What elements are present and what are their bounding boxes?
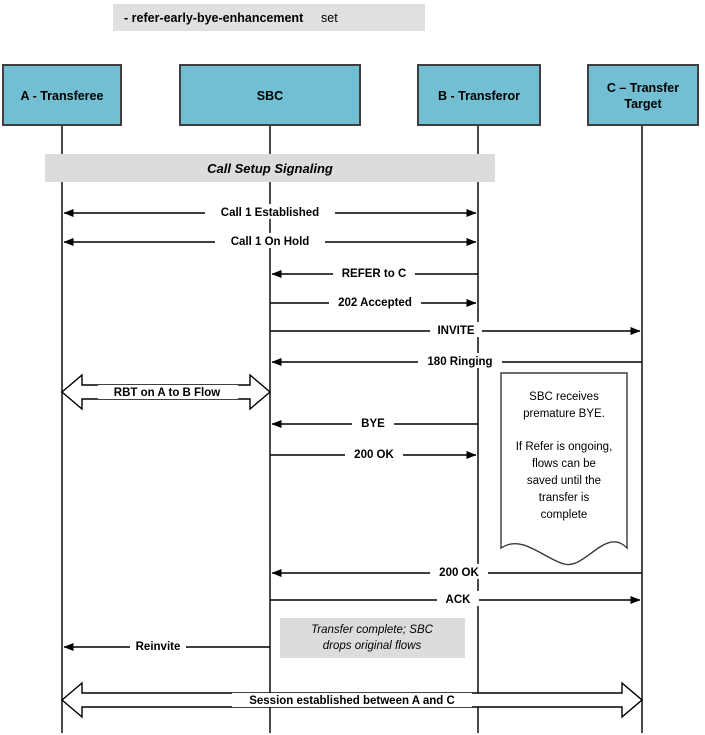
message-invite: INVITE [270, 322, 641, 337]
message-180-ringing-label: 180 Ringing [427, 356, 492, 368]
band-call-setup-label: Call Setup Signaling [207, 161, 333, 176]
participant-a[interactable]: A - Transferee [2, 64, 122, 126]
message-bye: BYE [271, 415, 478, 430]
message-202-accepted: 202 Accepted [270, 294, 477, 309]
message-rbt-flow-label: RBT on A to B Flow [114, 387, 221, 399]
message-200-ok-b: 200 OK [270, 446, 477, 461]
message-session-established: Session established between A and C [60, 681, 644, 719]
band-transfer-complete-line1: Transfer complete; SBC [311, 624, 434, 636]
band-transfer-complete: Transfer complete; SBC drops original fl… [280, 618, 465, 658]
participant-c-label-line2: Target [624, 97, 662, 111]
note-line-8: complete [541, 509, 588, 521]
message-200-ok-c: 200 OK [271, 564, 642, 579]
message-200-ok-c-label: 200 OK [439, 567, 479, 579]
message-ack-label: ACK [446, 594, 472, 606]
message-call-1-established: Call 1 Established [63, 204, 477, 219]
note-line-1: SBC receives [529, 391, 599, 403]
message-reinvite: Reinvite [63, 638, 270, 653]
note-line-6: saved until the [527, 475, 601, 487]
participant-c[interactable]: C – Transfer Target [587, 64, 699, 126]
participant-a-label: A - Transferee [21, 89, 104, 103]
message-ack: ACK [270, 591, 641, 606]
message-refer-to-c: REFER to C [271, 265, 478, 280]
title-banner-bold: - refer-early-bye-enhancement [124, 11, 304, 25]
message-reinvite-label: Reinvite [136, 641, 181, 653]
message-bye-label: BYE [361, 418, 385, 430]
message-200-ok-b-label: 200 OK [354, 449, 394, 461]
participant-sbc[interactable]: SBC [179, 64, 361, 126]
participant-b[interactable]: B - Transferor [417, 64, 541, 126]
note-line-2: premature BYE. [523, 408, 605, 420]
participant-sbc-label: SBC [257, 89, 283, 103]
participant-b-label: B - Transferor [438, 89, 520, 103]
band-transfer-complete-line2: drops original flows [323, 640, 422, 652]
title-banner-plain: set [321, 11, 338, 25]
message-202-accepted-label: 202 Accepted [338, 297, 412, 309]
band-call-setup: Call Setup Signaling [45, 154, 495, 182]
participant-c-label-line1: C – Transfer [607, 81, 679, 95]
message-call-1-on-hold: Call 1 On Hold [63, 233, 477, 248]
message-rbt-flow: RBT on A to B Flow [60, 373, 272, 411]
title-banner: - refer-early-bye-enhancement set [113, 4, 425, 31]
note-line-5: flows can be [532, 458, 596, 470]
message-180-ringing: 180 Ringing [271, 353, 642, 368]
lifelines [61, 126, 643, 733]
message-invite-label: INVITE [437, 325, 474, 337]
note-line-7: transfer is [539, 492, 590, 504]
message-call-1-established-label: Call 1 Established [221, 207, 319, 219]
message-session-established-label: Session established between A and C [249, 695, 455, 707]
note-line-4: If Refer is ongoing, [516, 441, 613, 453]
message-refer-to-c-label: REFER to C [342, 268, 407, 280]
note-premature-bye: SBC receives premature BYE. If Refer is … [500, 372, 628, 566]
message-call-1-on-hold-label: Call 1 On Hold [231, 236, 310, 248]
